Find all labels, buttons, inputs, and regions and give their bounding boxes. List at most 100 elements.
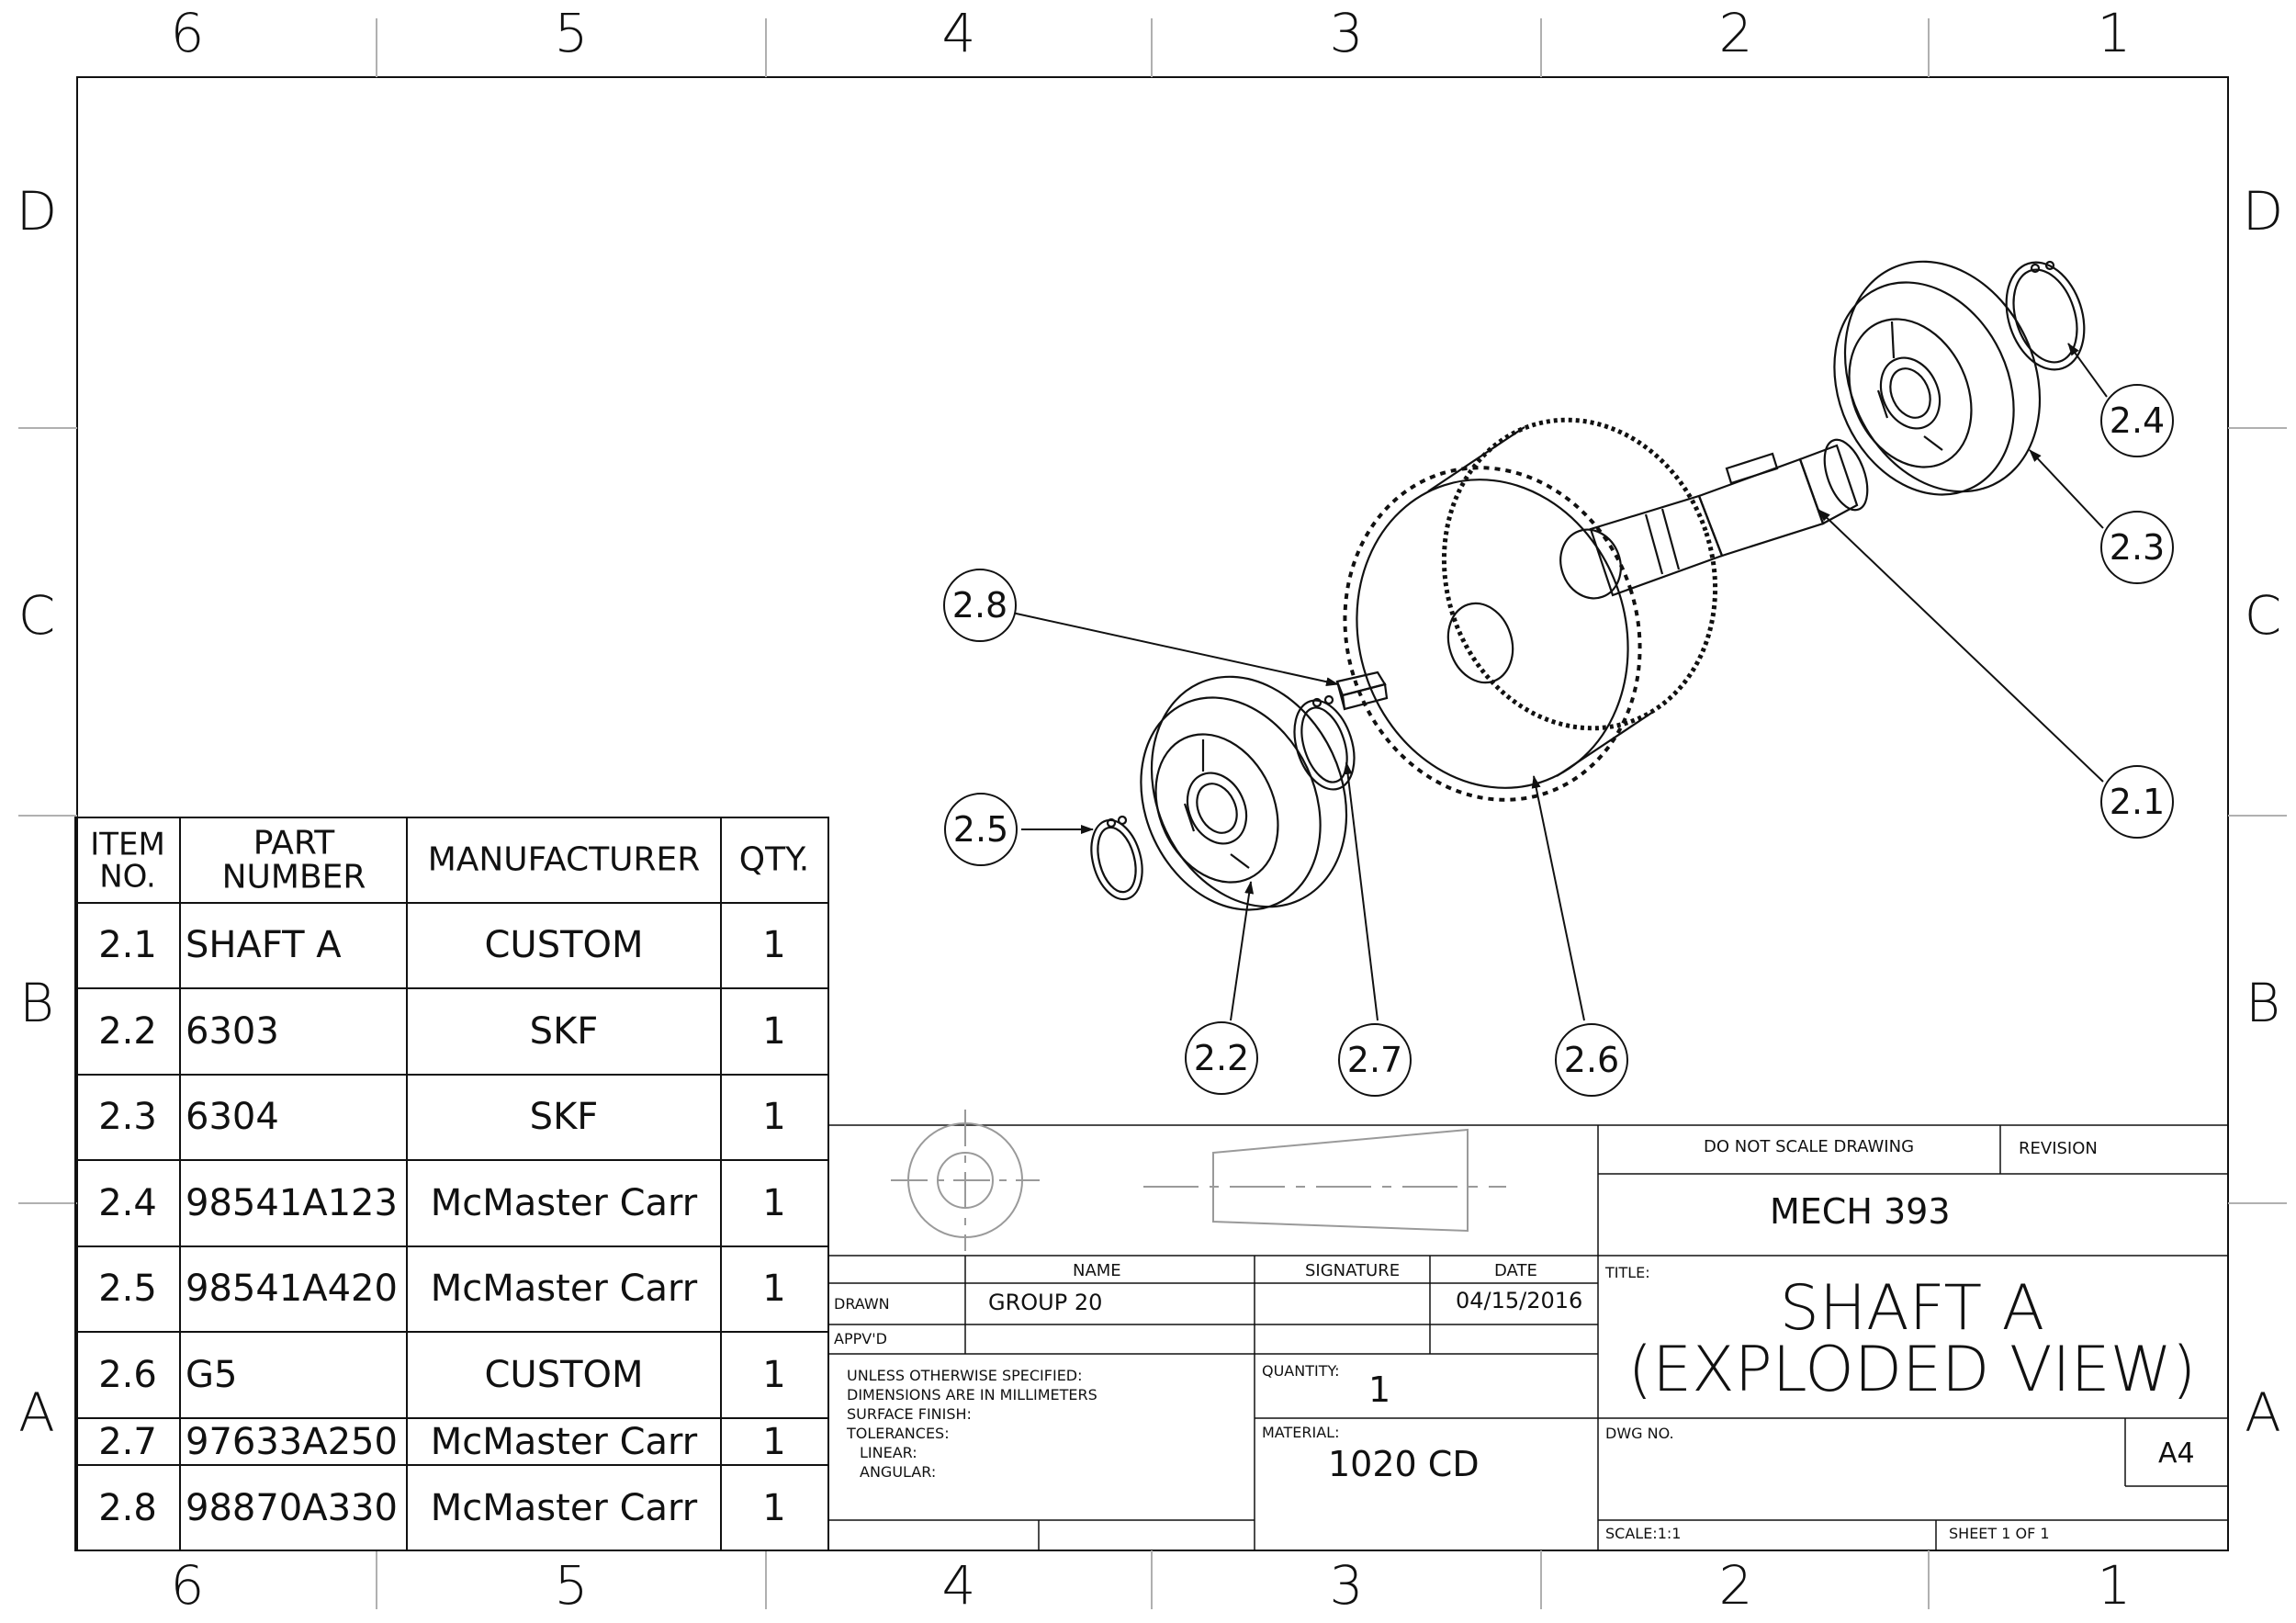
approved-label: APPV'D: [834, 1330, 887, 1347]
balloon-2-2: 2.2: [1193, 1038, 1250, 1078]
bom-part: 6303: [186, 1010, 279, 1053]
zone-col-6-top: 6: [170, 2, 205, 64]
bom-part: 98870A330: [186, 1487, 398, 1529]
bom-item: 2.3: [98, 1096, 157, 1138]
bom-part: 97633A250: [186, 1421, 398, 1463]
bom-header-manufacturer: MANUFACTURER: [427, 840, 701, 879]
bom-qty: 1: [762, 1268, 786, 1310]
zone-row-d-right: D: [2242, 180, 2284, 242]
drawn-name: GROUP 20: [988, 1290, 1103, 1315]
zone-col-3-bottom: 3: [1329, 1554, 1364, 1617]
bom-part: G5: [186, 1354, 238, 1396]
zone-col-2-bottom: 2: [1718, 1554, 1753, 1617]
bom-header-qty: QTY.: [738, 840, 810, 879]
key-2-8: [1335, 671, 1389, 711]
balloon-2-1: 2.1: [2109, 782, 2166, 822]
date-label: DATE: [1494, 1261, 1537, 1280]
note-unless: UNLESS OTHERWISE SPECIFIED:: [847, 1367, 1083, 1384]
bom-qty: 1: [762, 1487, 786, 1529]
bom-qty: 1: [762, 1354, 786, 1396]
exploded-assembly: [1090, 260, 2086, 911]
zone-col-4-top: 4: [941, 2, 976, 64]
bom-part: 98541A420: [186, 1268, 398, 1310]
drawn-label: DRAWN: [834, 1295, 890, 1313]
bom-table-grid: [74, 817, 829, 1551]
zone-row-c-left: C: [17, 584, 56, 647]
balloon-2-3: 2.3: [2109, 527, 2166, 568]
bom-manufacturer: SKF: [529, 1096, 599, 1138]
course-code: MECH 393: [1770, 1191, 1951, 1232]
title-label: TITLE:: [1605, 1264, 1650, 1281]
bom-header-part: PART NUMBER: [221, 824, 366, 896]
material-label: MATERIAL:: [1262, 1424, 1340, 1441]
zone-col-1-bottom: 1: [2097, 1554, 2132, 1617]
drawn-date: 04/15/2016: [1456, 1288, 1583, 1313]
bom-item: 2.4: [98, 1182, 157, 1224]
balloon-2-4: 2.4: [2109, 400, 2166, 441]
note-angular: ANGULAR:: [860, 1463, 937, 1481]
sheet-size: A4: [2158, 1437, 2195, 1470]
material-value: 1020 CD: [1328, 1444, 1480, 1484]
bom-part: 6304: [186, 1096, 279, 1138]
balloon-circles: [943, 384, 2174, 1097]
bom-qty: 1: [762, 1182, 786, 1224]
bom-item: 2.5: [98, 1268, 157, 1310]
sheet-number: SHEET 1 OF 1: [1949, 1525, 2050, 1542]
balloon-2-5: 2.5: [952, 809, 1009, 850]
dwg-no-label: DWG NO.: [1605, 1425, 1674, 1442]
bom-manufacturer: SKF: [529, 1010, 599, 1053]
zone-row-c-right: C: [2244, 584, 2282, 647]
bearing-2-2: [1140, 675, 1348, 911]
leader-lines: [1011, 343, 2108, 1021]
bom-manufacturer: McMaster Carr: [430, 1182, 698, 1224]
note-surface-finish: SURFACE FINISH:: [847, 1405, 972, 1423]
retaining-ring-2-5: [1090, 815, 1143, 901]
zone-row-b-right: B: [2245, 972, 2280, 1034]
bom-part: SHAFT A: [186, 924, 342, 966]
zone-row-d-left: D: [16, 180, 58, 242]
name-label: NAME: [1073, 1261, 1121, 1280]
zone-row-a-right: A: [2245, 1381, 2281, 1444]
title-block-grid: [827, 1124, 2228, 1550]
bom-item: 2.6: [98, 1354, 157, 1396]
bom-item: 2.8: [98, 1487, 157, 1529]
balloon-2-6: 2.6: [1563, 1040, 1620, 1080]
zone-col-4-bottom: 4: [941, 1554, 976, 1617]
balloon-2-8: 2.8: [951, 585, 1008, 626]
zone-col-5-top: 5: [554, 2, 589, 64]
note-linear: LINEAR:: [860, 1444, 917, 1461]
zone-col-1-top: 1: [2097, 2, 2132, 64]
bom-manufacturer: McMaster Carr: [430, 1487, 698, 1529]
zone-dividers: [18, 18, 2287, 1609]
bom-manufacturer: CUSTOM: [484, 924, 644, 966]
zone-col-2-top: 2: [1718, 2, 1753, 64]
retaining-ring-2-7: [1293, 694, 1356, 791]
quantity-label: QUANTITY:: [1262, 1362, 1340, 1380]
balloon-2-7: 2.7: [1346, 1040, 1403, 1080]
bom-item: 2.7: [98, 1421, 157, 1463]
bom-manufacturer: McMaster Carr: [430, 1268, 698, 1310]
gear-2-6: [1343, 417, 1718, 802]
bom-manufacturer: McMaster Carr: [430, 1421, 698, 1463]
bom-qty: 1: [762, 1096, 786, 1138]
bom-qty: 1: [762, 1010, 786, 1053]
bom-header-item: ITEM NO.: [90, 826, 165, 895]
revision-label: REVISION: [2019, 1139, 2098, 1158]
drawing-title-line2: (EXPLODED VIEW): [1627, 1334, 2197, 1406]
bom-qty: 1: [762, 1421, 786, 1463]
bom-item: 2.1: [98, 924, 157, 966]
quantity-value: 1: [1368, 1369, 1391, 1410]
zone-row-b-left: B: [19, 972, 54, 1034]
bom-qty: 1: [762, 924, 786, 966]
retaining-ring-2-4: [2005, 260, 2086, 371]
bearing-2-3: [1833, 260, 2042, 496]
scale-label: SCALE:1:1: [1605, 1525, 1682, 1542]
bom-manufacturer: CUSTOM: [484, 1354, 644, 1396]
zone-col-6-bottom: 6: [170, 1554, 205, 1617]
note-dimensions: DIMENSIONS ARE IN MILLIMETERS: [847, 1386, 1097, 1403]
zone-row-a-left: A: [18, 1381, 55, 1444]
signature-label: SIGNATURE: [1305, 1261, 1401, 1280]
do-not-scale-note: DO NOT SCALE DRAWING: [1704, 1137, 1915, 1156]
projection-symbol-icon: [891, 1110, 1506, 1251]
